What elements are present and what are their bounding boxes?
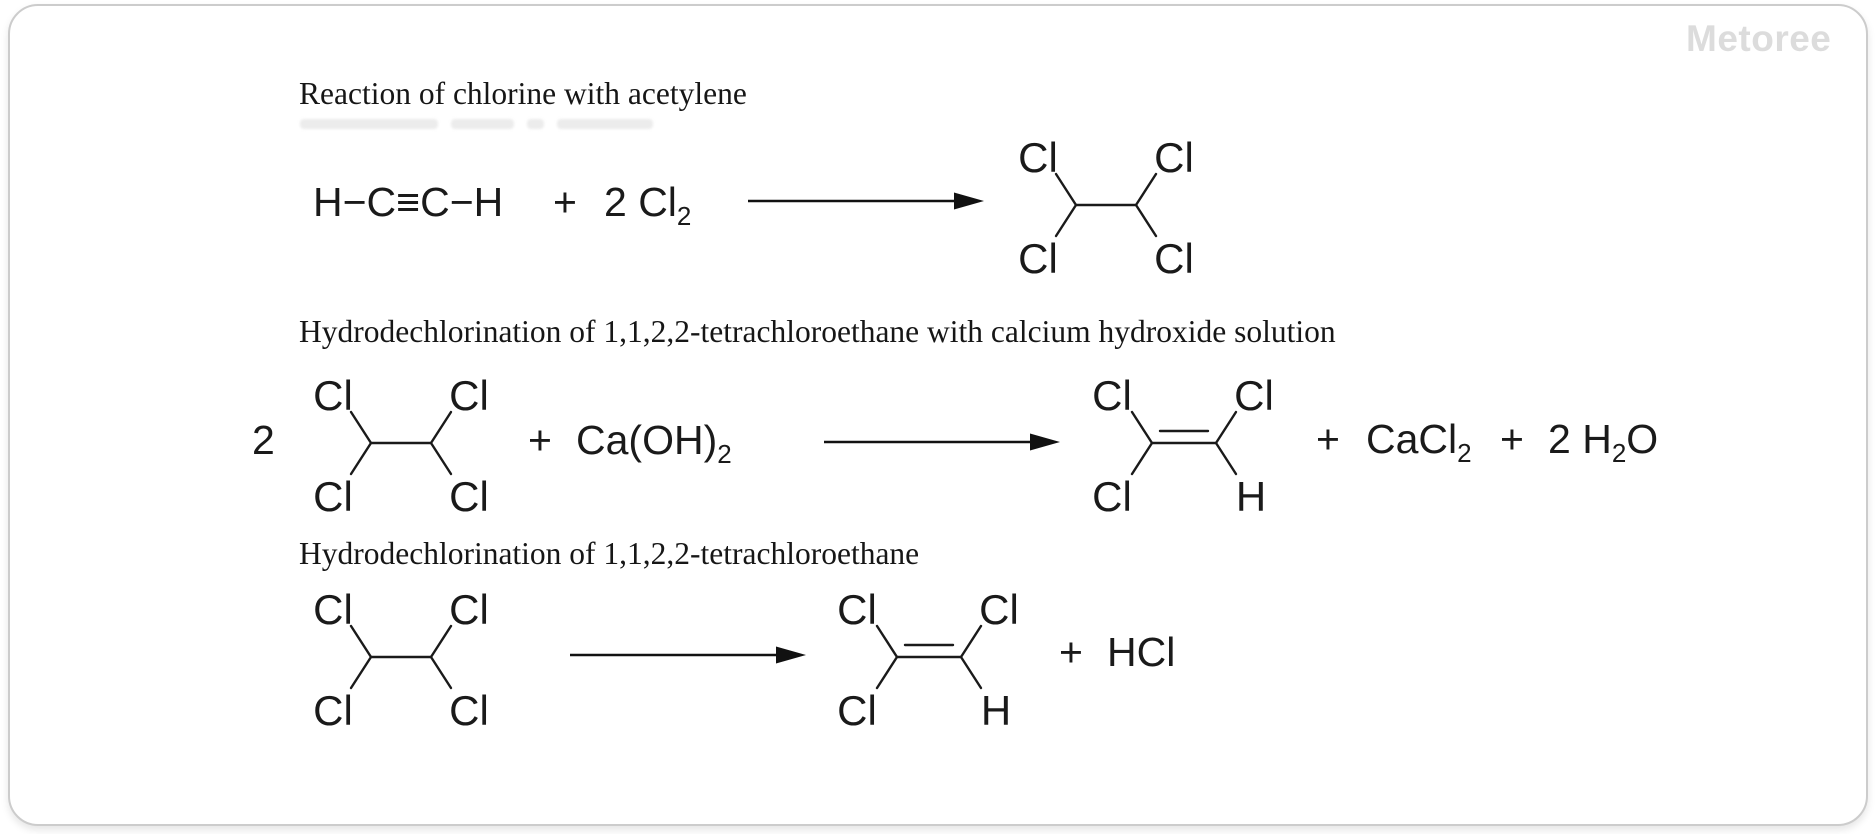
chlorine-formula-subscript: 2 — [676, 201, 692, 231]
reaction-arrow — [824, 433, 1060, 451]
faded-text-remnant — [300, 119, 666, 130]
tetrachloroethane-structure: Cl Cl Cl Cl — [313, 372, 489, 520]
calcium-chloride-subscript: 2 — [1457, 438, 1472, 468]
atom-label-cl: Cl — [1092, 473, 1132, 520]
water-formula: 2 H2O — [1548, 416, 1659, 466]
calcium-hydroxide-base: Ca(OH) — [576, 417, 718, 463]
atom-label-cl: Cl — [449, 687, 489, 734]
atom-label-cl: Cl — [313, 372, 353, 419]
atom-label-cl: Cl — [1154, 134, 1194, 181]
atom-label-cl: Cl — [1018, 134, 1058, 181]
content-card — [8, 4, 1868, 826]
atom-label-h: H — [981, 687, 1011, 734]
calcium-chloride-base: CaCl — [1366, 416, 1458, 462]
atom-label-cl: Cl — [1018, 235, 1058, 282]
atom-label-cl: Cl — [979, 586, 1019, 633]
reaction3-title: Hydrodechlorination of 1,1,2,2-tetrachlo… — [299, 536, 920, 571]
plus-sign: + — [553, 179, 577, 225]
atom-label-cl: Cl — [1154, 235, 1194, 282]
water-subscript: 2 — [1611, 438, 1627, 468]
atom-label-cl: Cl — [313, 586, 353, 633]
atom-label-cl: Cl — [313, 473, 353, 520]
chlorine-formula-base: 2 Cl — [604, 179, 677, 225]
reaction2-title: Hydrodechlorination of 1,1,2,2-tetrachlo… — [299, 314, 1336, 349]
atom-label-cl: Cl — [449, 473, 489, 520]
metoree-watermark-logo: Metoree — [1686, 18, 1832, 59]
hydrogen-chloride-formula: HCl — [1107, 629, 1176, 675]
ghost-bar — [300, 119, 438, 129]
atom-label-cl: Cl — [837, 687, 877, 734]
ghost-bar — [557, 119, 653, 129]
ghost-bar — [451, 119, 514, 129]
trichloroethylene-structure: Cl Cl Cl H — [837, 586, 1019, 734]
plus-sign: + — [1500, 416, 1524, 462]
atom-label-cl: Cl — [313, 687, 353, 734]
reaction-arrow — [570, 646, 806, 664]
tetrachloroethane-structure: Cl Cl Cl Cl — [313, 586, 489, 734]
reaction1-title: Reaction of chlorine with acetylene — [299, 76, 747, 111]
calcium-hydroxide-formula: Ca(OH)2 — [576, 417, 732, 467]
tetrachloroethane-structure: Cl Cl Cl Cl — [1018, 134, 1194, 282]
water-oxygen: O — [1626, 416, 1659, 462]
atom-label-cl: Cl — [449, 372, 489, 419]
atom-label-cl: Cl — [1234, 372, 1274, 419]
atom-label-h: H — [1236, 473, 1266, 520]
water-base: 2 H — [1548, 416, 1612, 462]
calcium-chloride-formula: CaCl2 — [1366, 416, 1472, 466]
atom-label-cl: Cl — [837, 586, 877, 633]
atom-label-cl: Cl — [449, 586, 489, 633]
plus-sign: + — [1316, 416, 1340, 462]
calcium-hydroxide-subscript: 2 — [717, 439, 732, 469]
ghost-bar — [527, 119, 544, 129]
reaction-arrow — [748, 192, 984, 210]
stoichiometric-coefficient: 2 — [252, 417, 275, 463]
trichloroethylene-structure: Cl Cl Cl H — [1092, 372, 1274, 520]
plus-sign: + — [528, 417, 552, 463]
atom-label-cl: Cl — [1092, 372, 1132, 419]
chlorine-formula: 2 Cl2 — [604, 179, 691, 229]
plus-sign: + — [1059, 629, 1083, 675]
acetylene-formula: H−C≡C−H — [313, 179, 504, 225]
